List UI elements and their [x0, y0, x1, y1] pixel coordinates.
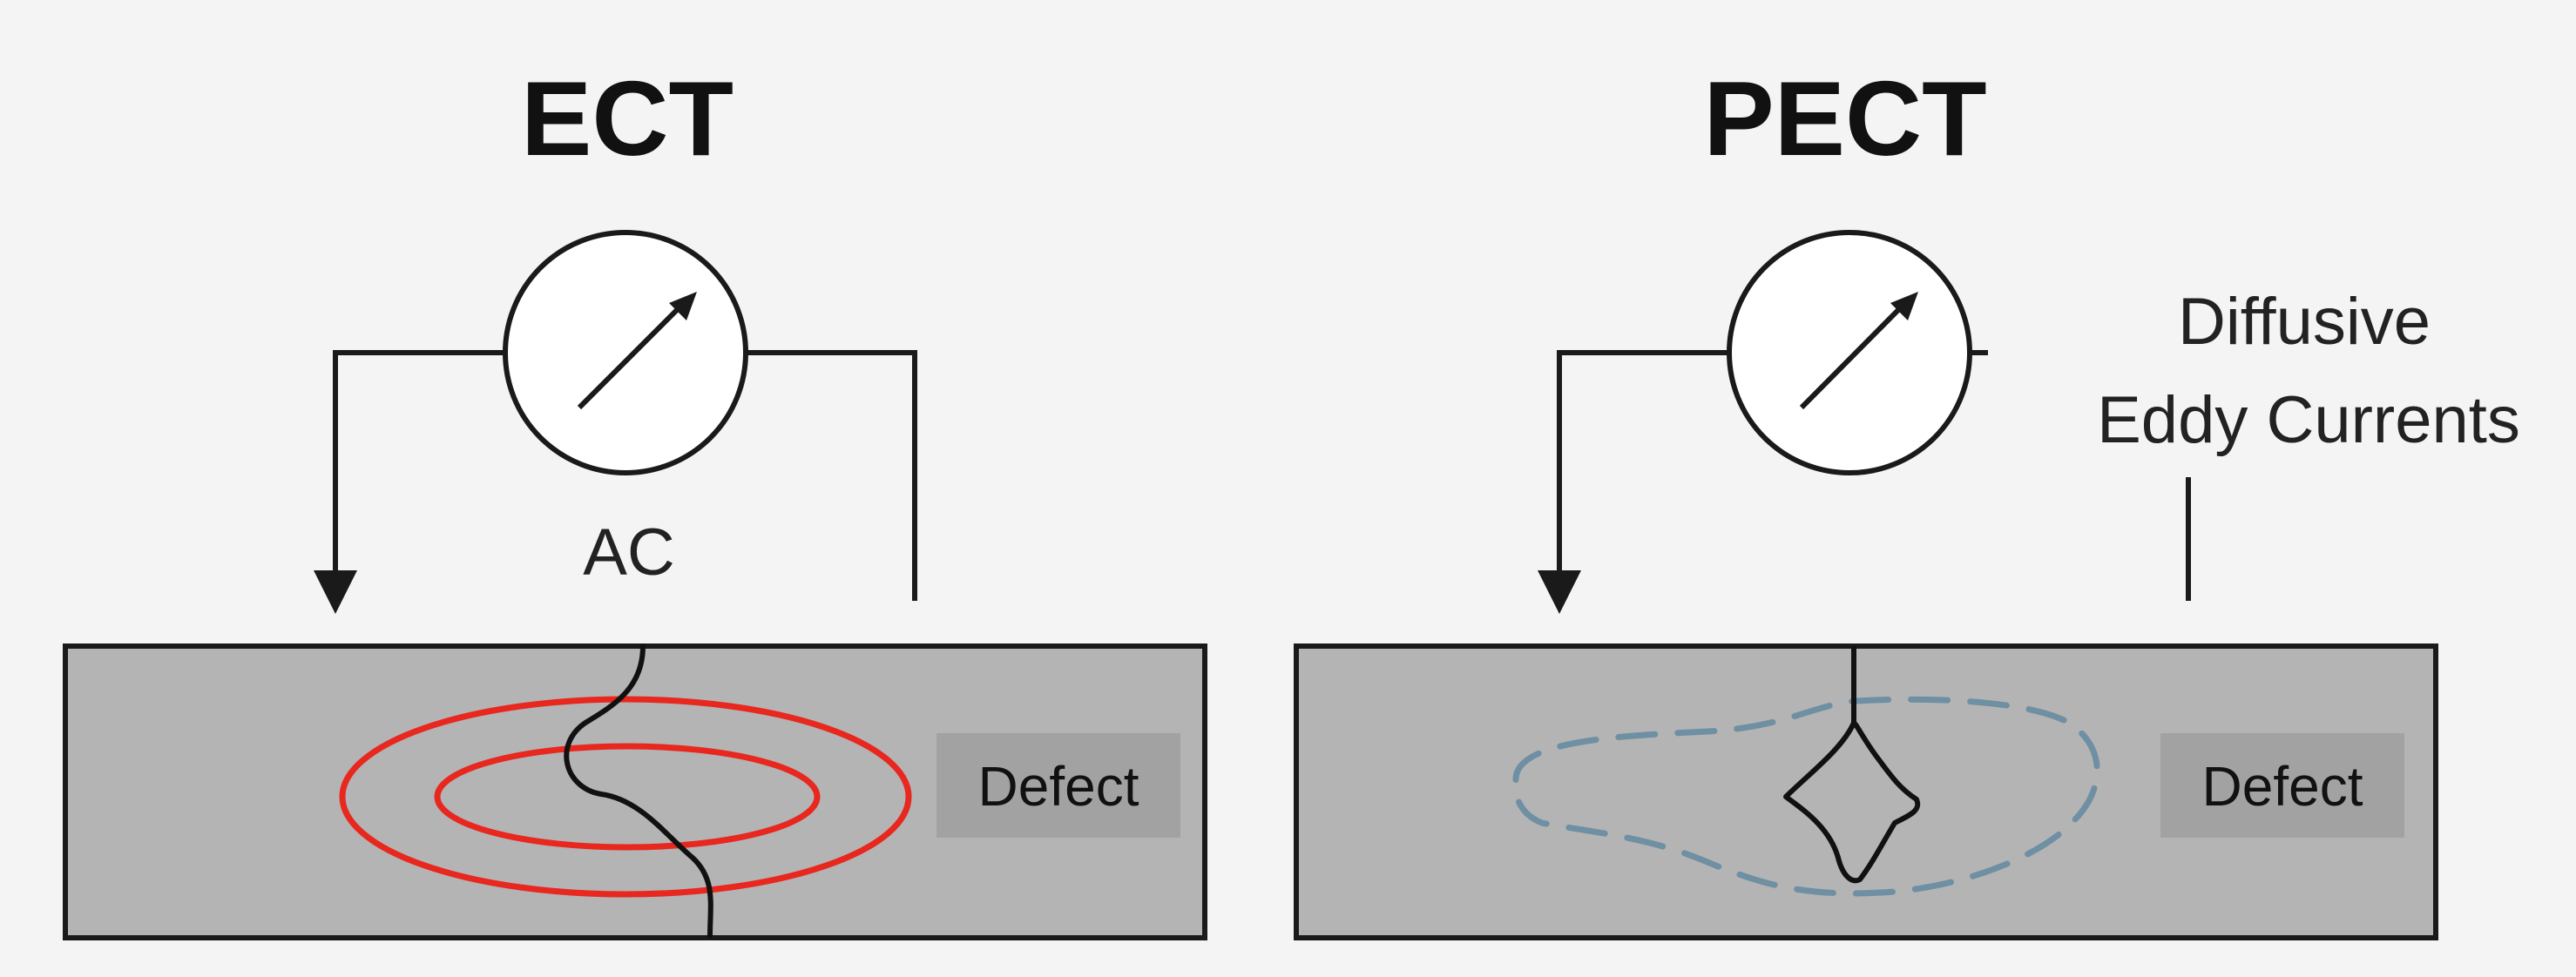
pect-arrowhead-icon	[1538, 570, 1581, 614]
pect-diffusive-current	[1512, 696, 2100, 897]
pect-defect-shape	[1783, 646, 1921, 884]
pect-title: PECT	[1703, 59, 1986, 178]
pect-annotation-line2: Eddy Currents	[2097, 383, 2520, 457]
ect-crack	[564, 643, 713, 939]
ect-panel: ECT AC Defect	[63, 59, 1207, 940]
pect-left-wire	[1557, 350, 1729, 570]
ect-defect-box	[936, 733, 1180, 838]
ect-defect-label: Defect	[978, 755, 1139, 818]
ect-arrowhead-icon	[314, 570, 357, 614]
pect-defect-box	[2160, 733, 2404, 838]
ect-meter-icon	[503, 230, 748, 475]
pect-defect-label: Defect	[2202, 755, 2363, 818]
ect-right-wire	[745, 350, 917, 601]
ect-title: ECT	[521, 59, 734, 178]
pect-panel: PECT Diffusive Eddy Currents Defect	[1294, 59, 2520, 940]
pect-annotation-line1: Diffusive	[2178, 285, 2431, 359]
pect-meter-icon	[1727, 230, 1972, 475]
ect-eddy-current-outer	[339, 696, 912, 898]
ect-source-label: AC	[583, 515, 675, 590]
ect-left-wire	[333, 350, 505, 570]
ect-eddy-current-inner	[434, 743, 821, 851]
